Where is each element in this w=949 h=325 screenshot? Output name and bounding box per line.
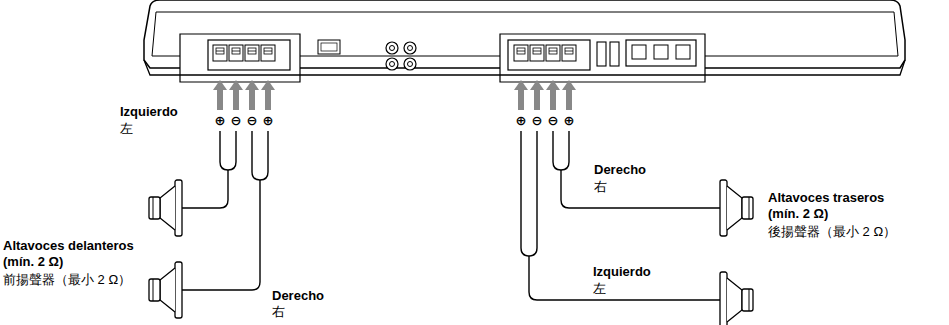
- channel-label: 右: [272, 304, 285, 320]
- terminal-minus: ⊖: [244, 113, 260, 129]
- speaker-label: 前揚聲器（最小 2 Ω）: [3, 272, 131, 288]
- channel-label: Izquierdo: [120, 104, 178, 120]
- terminal-minus: ⊖: [228, 113, 244, 129]
- speaker-label: Altavoces traseros (mín. 2 Ω): [768, 190, 918, 223]
- terminal-plus: ⊕: [212, 113, 228, 129]
- channel-label: 右: [594, 179, 607, 195]
- channel-label: 左: [120, 121, 133, 137]
- terminal-minus: ⊖: [545, 113, 561, 129]
- speaker-label: Altavoces delanteros (mín. 2 Ω): [3, 238, 145, 271]
- terminal-plus: ⊕: [561, 113, 577, 129]
- speaker-label: 後揚聲器（最小 2 Ω）: [768, 224, 896, 240]
- channel-label: 左: [593, 281, 606, 297]
- channel-label: Derecho: [272, 288, 324, 304]
- channel-label: Izquierdo: [593, 264, 651, 280]
- channel-label: Derecho: [594, 162, 646, 178]
- terminal-plus: ⊕: [260, 113, 276, 129]
- terminal-minus: ⊖: [529, 113, 545, 129]
- terminal-plus: ⊕: [513, 113, 529, 129]
